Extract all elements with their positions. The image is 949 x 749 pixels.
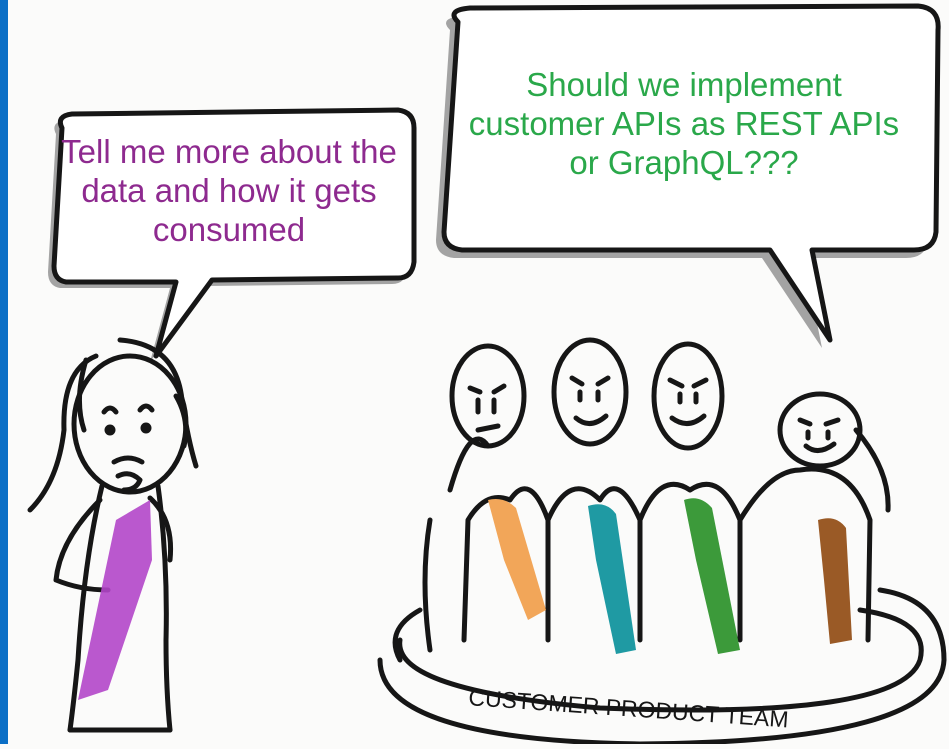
team-member-3-shirt [684,498,740,654]
woman-figure [27,337,199,733]
team-figures [377,337,947,747]
left-accent-bar [0,0,8,744]
team-member-2-shirt [588,504,636,654]
team-member-3-head [651,341,725,451]
left-speech-bubble [48,107,417,362]
left-speech-text: Tell me more about the data and how it g… [61,133,397,248]
right-speech-bubble [436,3,941,348]
dress-stripe [78,500,152,700]
team-member-4-shirt [818,518,852,644]
team-member-1-shirt [488,499,546,620]
team-member-1-head [449,343,527,449]
team-member-4-head [777,391,863,469]
right-speech-text: Should we implement customer APIs as RES… [468,66,900,181]
team-member-2-head [551,337,629,447]
